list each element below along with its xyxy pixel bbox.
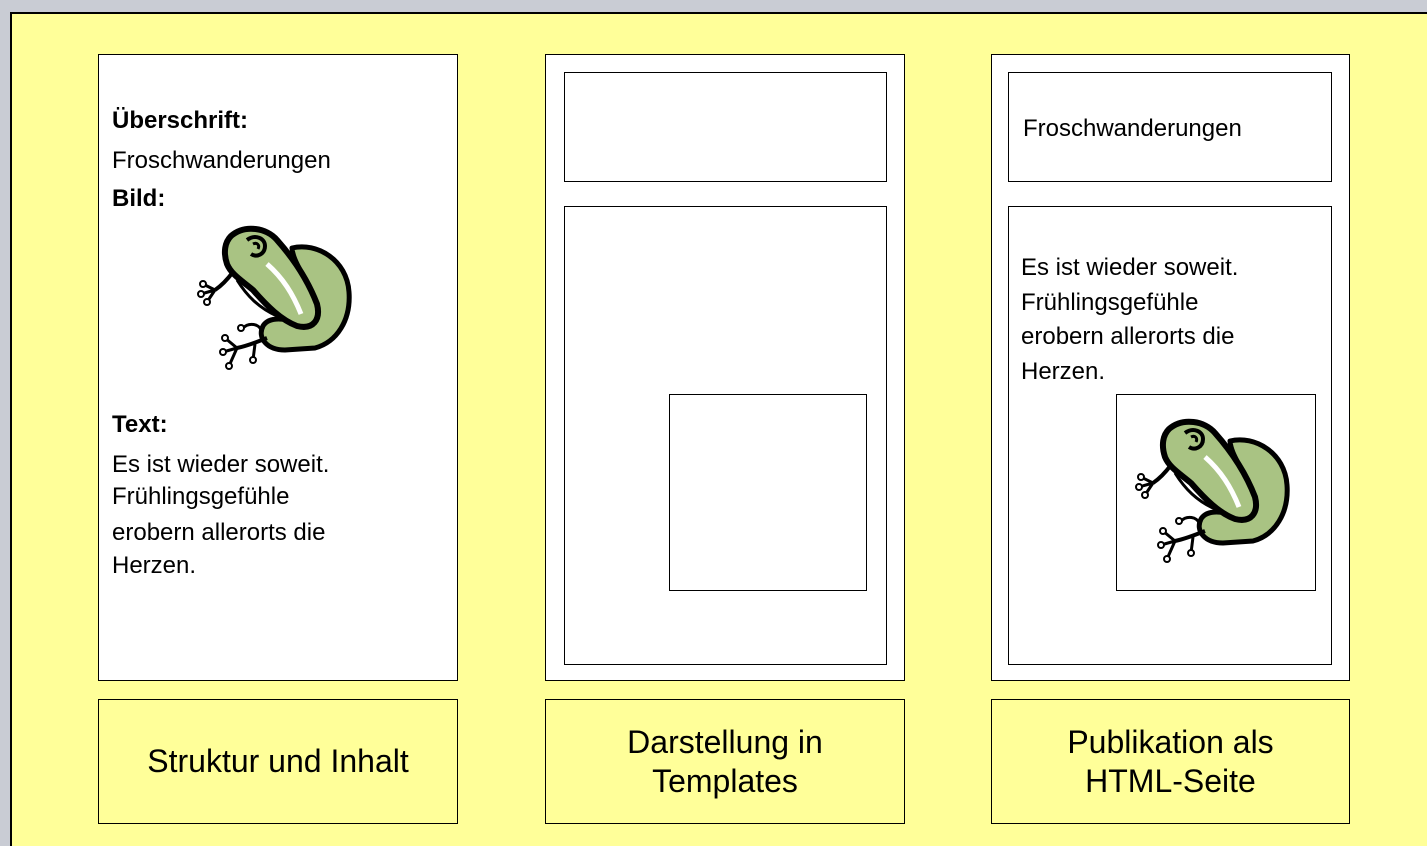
template-content-slot [564, 206, 887, 665]
template-caption-line-2: Templates [652, 762, 798, 799]
heading-value: Froschwanderungen [112, 147, 331, 174]
publication-image-frame [1116, 394, 1316, 591]
template-panel [545, 54, 905, 681]
text-line-3: erobern allerorts die [112, 519, 326, 546]
publication-content: Es ist wieder soweit. Frühlingsgefühle e… [1008, 206, 1332, 665]
publication-text-line-2: Frühlingsgefühle [1021, 289, 1199, 316]
template-caption-box: Darstellung in Templates [545, 699, 905, 824]
publication-text-line-4: Herzen. [1021, 358, 1106, 385]
publication-caption-line-1: Publikation als [1067, 723, 1274, 760]
structure-caption: Struktur und Inhalt [147, 743, 409, 779]
template-caption: Darstellung in Templates [627, 723, 823, 801]
publication-caption-box: Publikation als HTML-Seite [991, 699, 1350, 824]
text-label: Text: [112, 411, 168, 438]
frog-icon [1135, 413, 1295, 573]
template-header-slot [564, 72, 887, 182]
publication-text-line-1: Es ist wieder soweit. [1021, 254, 1239, 281]
template-caption-line-1: Darstellung in [627, 723, 823, 760]
image-label: Bild: [112, 185, 166, 212]
structure-caption-box: Struktur und Inhalt [98, 699, 458, 824]
publication-caption-line-2: HTML-Seite [1085, 762, 1256, 799]
text-line-1: Es ist wieder soweit. [112, 451, 330, 478]
text-line-2: Frühlingsgefühle [112, 483, 290, 510]
publication-heading: Froschwanderungen [1023, 115, 1242, 142]
frog-icon [197, 220, 357, 380]
publication-panel: Froschwanderungen Es ist wieder soweit. … [991, 54, 1350, 681]
publication-caption: Publikation als HTML-Seite [1067, 723, 1273, 801]
publication-text-line-3: erobern allerorts die [1021, 323, 1235, 350]
structure-panel: Überschrift: Froschwanderungen Bild: Tex… [98, 54, 458, 681]
heading-label: Überschrift: [112, 107, 249, 134]
publication-header: Froschwanderungen [1008, 72, 1332, 182]
template-image-slot [669, 394, 867, 591]
text-line-4: Herzen. [112, 552, 197, 579]
